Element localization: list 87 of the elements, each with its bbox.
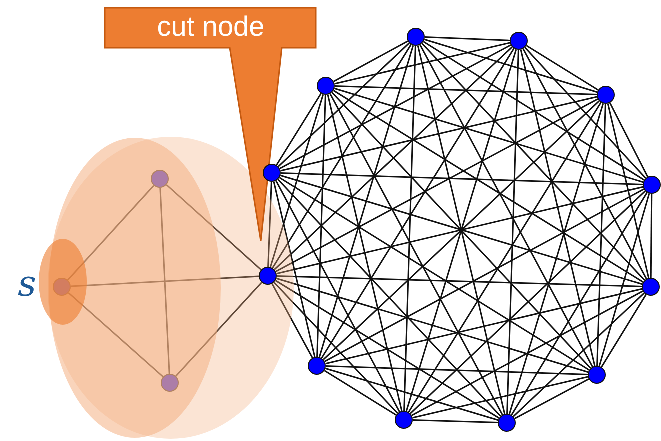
- graph-edge: [420, 44, 594, 368]
- graph-edge: [324, 188, 644, 362]
- graph-edge: [280, 96, 598, 172]
- graph-edge: [276, 276, 642, 288]
- graph-edge: [334, 40, 408, 82]
- graph-edge: [410, 190, 646, 414]
- graph-edge: [273, 182, 316, 358]
- graph-edge: [404, 46, 416, 412]
- graph-vertex: [308, 357, 326, 375]
- graph-edge: [278, 179, 502, 417]
- graph-edge: [325, 368, 499, 422]
- graph-edge: [333, 90, 644, 283]
- graph-edge: [272, 44, 412, 269]
- graph-edge: [424, 36, 510, 42]
- graph-edge: [512, 292, 646, 418]
- graph-edge: [506, 50, 520, 414]
- graph-vertex: [407, 28, 425, 46]
- graph-vertex: [643, 176, 661, 194]
- graph-vertex: [395, 411, 413, 429]
- graph-edge: [276, 278, 589, 374]
- graph-edge: [274, 282, 398, 414]
- graph-vertex: [259, 267, 277, 285]
- graph-edge: [276, 93, 322, 166]
- graph-edge: [417, 46, 506, 414]
- graph-edge: [326, 366, 588, 376]
- graph-vertex: [588, 366, 606, 384]
- graph-edge: [276, 180, 400, 412]
- graph-edge: [274, 46, 513, 270]
- graph-edge: [279, 177, 590, 371]
- graph-vertex: [597, 86, 615, 104]
- graph-edge: [334, 42, 510, 85]
- graph-edge: [324, 370, 397, 416]
- graph-edge: [601, 294, 647, 368]
- graph-edge: [280, 44, 512, 170]
- graph-vertex: [317, 77, 335, 95]
- graph-edge: [596, 104, 606, 366]
- graph-edge: [280, 174, 643, 286]
- graph-vertex: [151, 170, 169, 188]
- graph-edge: [278, 42, 410, 168]
- graph-edge: [316, 94, 326, 358]
- graph-edge: [67, 185, 155, 281]
- graph-edge: [609, 102, 649, 178]
- callout: [104, 7, 318, 243]
- graph-edge: [268, 182, 272, 268]
- graph-edge: [160, 188, 170, 374]
- graph-edge: [522, 48, 648, 280]
- graph-edge: [514, 378, 590, 420]
- graph-edge: [70, 276, 260, 288]
- graph-edge: [424, 38, 598, 94]
- graph-edge: [280, 172, 644, 186]
- graph-edge: [508, 103, 604, 415]
- graph-edge: [176, 282, 262, 377]
- graph-edge: [334, 88, 644, 184]
- graph-edge: [326, 288, 642, 365]
- graph-vertex: [510, 32, 528, 50]
- graph-edge: [598, 193, 650, 367]
- graph-edge: [334, 86, 598, 96]
- graph-edge: [276, 186, 644, 275]
- graph-vertex: [642, 278, 660, 296]
- graph-edge: [412, 376, 588, 419]
- graph-edge: [276, 98, 598, 272]
- graph-edge: [270, 94, 324, 268]
- graph-edge: [166, 184, 262, 271]
- graph-vertex: [498, 414, 516, 432]
- graph-edge: [520, 50, 596, 366]
- graph-edge: [650, 194, 653, 278]
- graph-edge: [68, 292, 164, 378]
- graph-edge: [511, 192, 648, 416]
- graph-edge: [321, 48, 515, 359]
- graph-edge: [423, 41, 645, 181]
- graph-edge: [607, 104, 650, 278]
- graph-vertex: [161, 374, 179, 392]
- graph-edge: [272, 284, 314, 358]
- graph-edge: [330, 94, 504, 416]
- graph-edge: [327, 94, 403, 412]
- vertex-label: s: [18, 265, 36, 305]
- graph-edge: [412, 420, 498, 424]
- graph-edge: [275, 280, 500, 419]
- graph-vertex: [53, 278, 71, 296]
- graph-edge: [318, 45, 414, 358]
- graph-edge: [524, 47, 646, 179]
- graph-edge: [526, 45, 599, 91]
- graph-edge: [408, 102, 602, 413]
- graph-edge: [406, 49, 518, 412]
- graph-edge: [422, 43, 646, 281]
- graph-edge: [412, 290, 644, 416]
- callout-text: cut node: [156, 10, 266, 44]
